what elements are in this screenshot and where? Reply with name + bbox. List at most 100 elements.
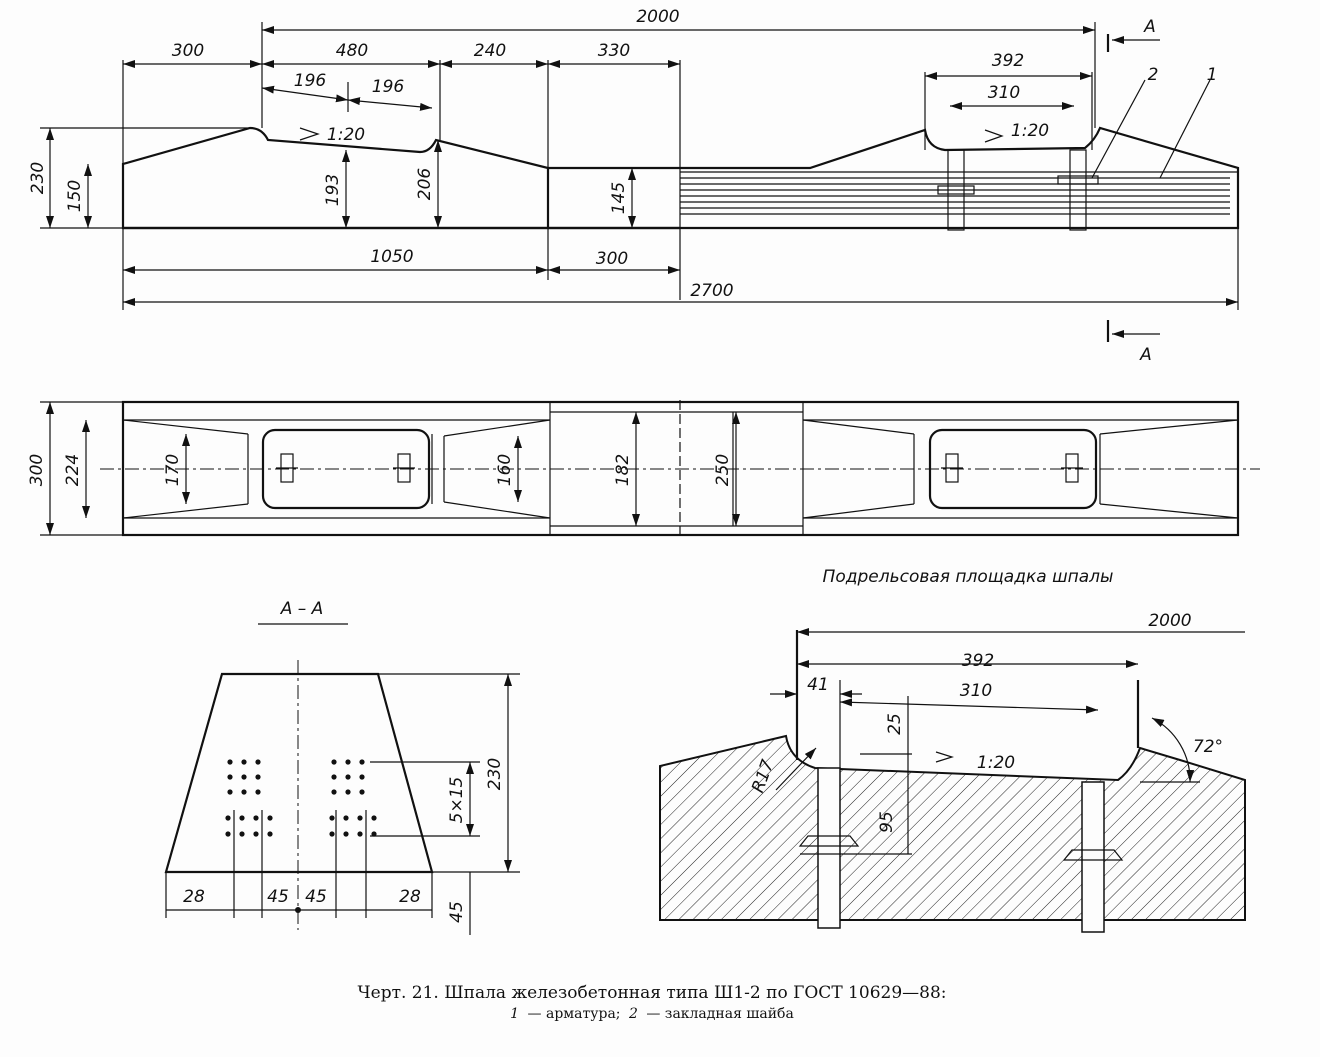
section-aa-title: А – А	[280, 599, 324, 619]
rebar-dot	[345, 759, 351, 765]
rebar-dot	[359, 789, 365, 795]
rs-dim-25: 25	[885, 713, 905, 735]
dim-300-top: 300	[172, 41, 204, 61]
rebar-dot	[241, 759, 247, 765]
rebar-dot	[255, 789, 261, 795]
anchor-left	[937, 149, 975, 231]
plan-dim-170: 170	[163, 454, 183, 486]
rebar-dot	[239, 831, 245, 837]
dim-206: 206	[415, 168, 435, 201]
section-mark-top: A	[1143, 17, 1156, 37]
rebar-dot	[255, 774, 261, 780]
aa-dim-230: 230	[485, 758, 505, 790]
rebar-dot	[329, 831, 335, 837]
rebar-dot	[253, 831, 259, 837]
rs-dim-2000: 2000	[1148, 611, 1191, 631]
rebar-dot	[241, 774, 247, 780]
rebar-dot	[331, 759, 337, 765]
slope-right: 1:20	[1011, 121, 1049, 141]
aa-dim-45-right: 45	[305, 887, 327, 907]
plan-dim-250: 250	[713, 454, 733, 486]
dim-1050: 1050	[370, 247, 413, 267]
side-view: 2000 300 480 240 330 196 196 1:20 392 31…	[28, 7, 1240, 365]
aa-dim-45-left: 45	[267, 887, 289, 907]
rebar-dot	[227, 759, 233, 765]
rebar-dot	[329, 815, 335, 821]
section-aa: А – А 28 45 45 28 5×15 230 45	[164, 599, 520, 935]
section-mark-bottom: A	[1139, 345, 1152, 365]
rail-seat-title: Подрельсовая площадка шпалы	[823, 567, 1114, 587]
rebar-dot	[357, 831, 363, 837]
rebar-dot	[343, 815, 349, 821]
dim-193: 193	[323, 174, 343, 206]
rail-seat-detail: Подрельсовая площадка шпалы 2000 392 41 …	[659, 567, 1246, 933]
rebar-dot	[241, 789, 247, 795]
bolt-holes	[276, 453, 1083, 483]
caption-num-1: 1	[510, 1006, 519, 1022]
dim-392: 392	[992, 51, 1024, 71]
dim-2000: 2000	[636, 7, 679, 27]
plan-dim-224: 224	[63, 454, 83, 486]
dim-310: 310	[988, 83, 1020, 103]
slope-left: 1:20	[327, 125, 365, 145]
dim-300-bottom: 300	[596, 249, 628, 269]
rebar-dot	[371, 815, 377, 821]
rs-angle-72: 72°	[1193, 737, 1223, 757]
rebar-dot	[253, 815, 259, 821]
dim-480: 480	[336, 41, 368, 61]
dim-196-right: 196	[372, 77, 405, 97]
rs-slope: 1:20	[977, 753, 1015, 773]
caption-line-1: Черт. 21. Шпала железобетонная типа Ш1-2…	[358, 983, 947, 1003]
section-aa-outline	[164, 672, 434, 874]
rebar-dot	[227, 774, 233, 780]
anchor-right	[1057, 149, 1099, 231]
rebar-dot	[225, 831, 231, 837]
caption-text-2: — закладная шайба	[646, 1006, 793, 1022]
rebar-dot	[345, 774, 351, 780]
dim-330: 330	[598, 41, 630, 61]
rebar-dot	[225, 815, 231, 821]
rebar-dot	[359, 774, 365, 780]
aa-dim-5x15: 5×15	[447, 777, 467, 824]
rs-dim-310: 310	[960, 681, 992, 701]
dim-2700: 2700	[690, 281, 733, 301]
dim-240: 240	[474, 41, 506, 61]
caption-text-1: — арматура;	[528, 1006, 621, 1022]
rs-dim-95: 95	[877, 811, 897, 833]
section-aa-rebars	[225, 759, 377, 837]
aa-dim-28-left: 28	[183, 887, 205, 907]
plan-dim-160: 160	[495, 454, 515, 486]
dim-150: 150	[65, 180, 85, 212]
callout-1: 1	[1207, 65, 1218, 85]
caption-num-2: 2	[628, 1006, 638, 1022]
rebar-dot	[227, 789, 233, 795]
rebar-dot	[357, 815, 363, 821]
rebar-dot	[371, 831, 377, 837]
rebar-dot	[359, 759, 365, 765]
plan-view: 300 224 170 160 182 250	[27, 400, 1260, 540]
plan-dim-300: 300	[27, 454, 47, 486]
figure-caption: Черт. 21. Шпала железобетонная типа Ш1-2…	[358, 983, 947, 1022]
rebar-dot	[255, 759, 261, 765]
plan-dim-182: 182	[613, 454, 633, 486]
rebar-dot	[331, 774, 337, 780]
dim-230: 230	[28, 162, 48, 194]
rebar-dot	[267, 831, 273, 837]
aa-dim-45-vertical: 45	[447, 901, 467, 923]
dim-196-left: 196	[294, 71, 327, 91]
rebar-dot	[345, 789, 351, 795]
caption-line-2: 1 — арматура; 2 — закладная шайба	[510, 1006, 794, 1022]
dim-145: 145	[609, 182, 629, 214]
rs-dim-392: 392	[962, 651, 994, 671]
sleeper-side-outline-right	[548, 126, 1240, 230]
aa-dim-28-right: 28	[399, 887, 421, 907]
rs-dim-41: 41	[807, 675, 829, 695]
rail-seat-body	[659, 734, 1246, 921]
callout-2: 2	[1148, 65, 1159, 85]
rebar-dot	[331, 789, 337, 795]
rebar-dot	[343, 831, 349, 837]
reinforcement-lines	[680, 171, 1238, 215]
rebar-dot	[267, 815, 273, 821]
rebar-dot	[239, 815, 245, 821]
